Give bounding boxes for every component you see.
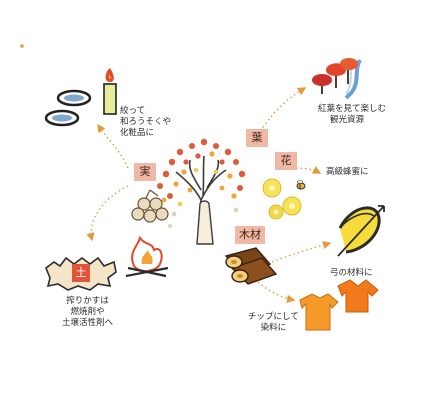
arrow-to-residue: [86, 185, 129, 242]
connector-arrows: [86, 87, 332, 303]
arrow-to-dye: [257, 281, 296, 303]
arrow-to-flower: [295, 166, 322, 174]
candle-illustration: [103, 68, 117, 115]
soil-badge: 土: [72, 264, 90, 282]
caption-leaf: 紅葉を見て楽しむ 観光資源: [318, 104, 387, 125]
shirts-illustration: [299, 279, 379, 331]
dot-mark: [20, 44, 24, 48]
caption-dye: チップにして 染料に: [248, 312, 299, 333]
fruit-illustration: [131, 189, 169, 223]
wood-logs-illustration: [224, 247, 278, 285]
caption-bow: 弓の材料に: [330, 268, 373, 278]
label-leaf: 葉: [246, 129, 268, 147]
tree-illustration: [157, 138, 246, 245]
dish-illustration: [44, 89, 92, 127]
fire-illustration: [125, 235, 169, 278]
flower-illustration: [262, 178, 302, 220]
arrow-to-bow: [271, 241, 332, 263]
caption-oil: 絞って 和ろうそくや 化粧品に: [120, 106, 172, 138]
caption-flower: 高級蜂蜜に: [326, 167, 369, 177]
arrow-to-oil: [97, 123, 129, 169]
label-flower: 花: [275, 152, 297, 170]
bee-icon: [296, 180, 306, 190]
caption-residue: 搾りかすは 燃焼剤や 土壌活性剤へ: [62, 296, 114, 328]
label-wood: 木材: [235, 226, 265, 244]
autumn-trees-illustration: [312, 58, 362, 100]
bow-illustration: [337, 205, 385, 257]
arrow-to-leaf: [257, 87, 307, 136]
label-fruit: 実: [134, 163, 156, 181]
